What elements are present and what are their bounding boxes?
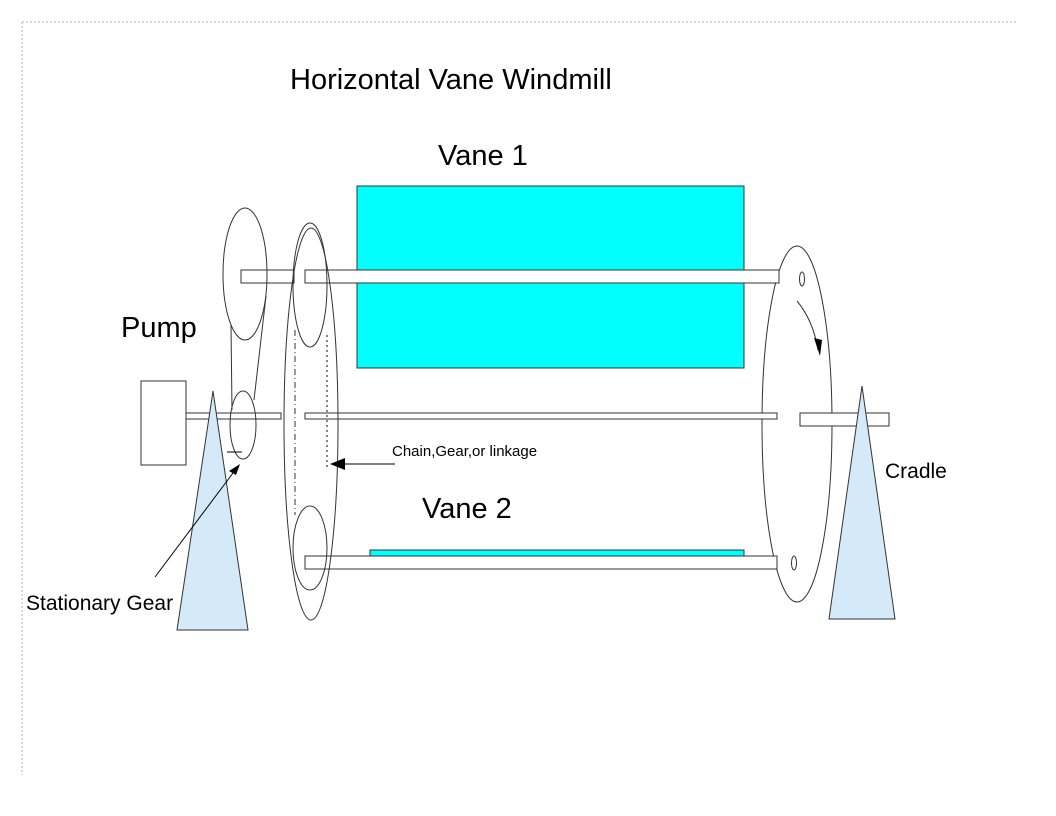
left-support [176, 390, 249, 631]
linkage-disc [283, 227, 339, 621]
stationary-gear-pointer-head [229, 464, 240, 475]
right-axle [799, 412, 890, 427]
right-support-cradle [828, 385, 896, 620]
lower-shaft [304, 555, 778, 570]
upper-shaft-left [240, 269, 295, 284]
vane-1-label: Vane 1 [438, 140, 528, 172]
lower-gear [292, 505, 328, 591]
rotation-arrow-head [814, 338, 822, 356]
rotation-arrow [796, 300, 819, 351]
chain-label: Chain,Gear,or linkage [392, 443, 537, 460]
disc-hole-bottom [791, 555, 797, 571]
pump-drive-pulley [222, 207, 268, 341]
diagram-title: Horizontal Vane Windmill [290, 64, 612, 96]
stationary-gear-label: Stationary Gear [26, 592, 173, 615]
vane-2 [369, 549, 745, 557]
pump-housing [140, 380, 187, 466]
pump-small-gear [229, 390, 257, 460]
upper-gear [292, 222, 328, 348]
stationary-gear-pointer [154, 468, 237, 578]
pump-label: Pump [121, 312, 197, 344]
belt-line-2 [230, 324, 233, 411]
upper-shaft [304, 269, 780, 284]
center-shaft [304, 412, 778, 420]
vane-2-label: Vane 2 [422, 493, 512, 525]
belt-line [253, 295, 267, 401]
disc-hole-top [799, 271, 805, 287]
cradle-label: Cradle [885, 460, 947, 483]
chain-pointer-head [330, 458, 345, 470]
pump-shaft [185, 412, 282, 420]
